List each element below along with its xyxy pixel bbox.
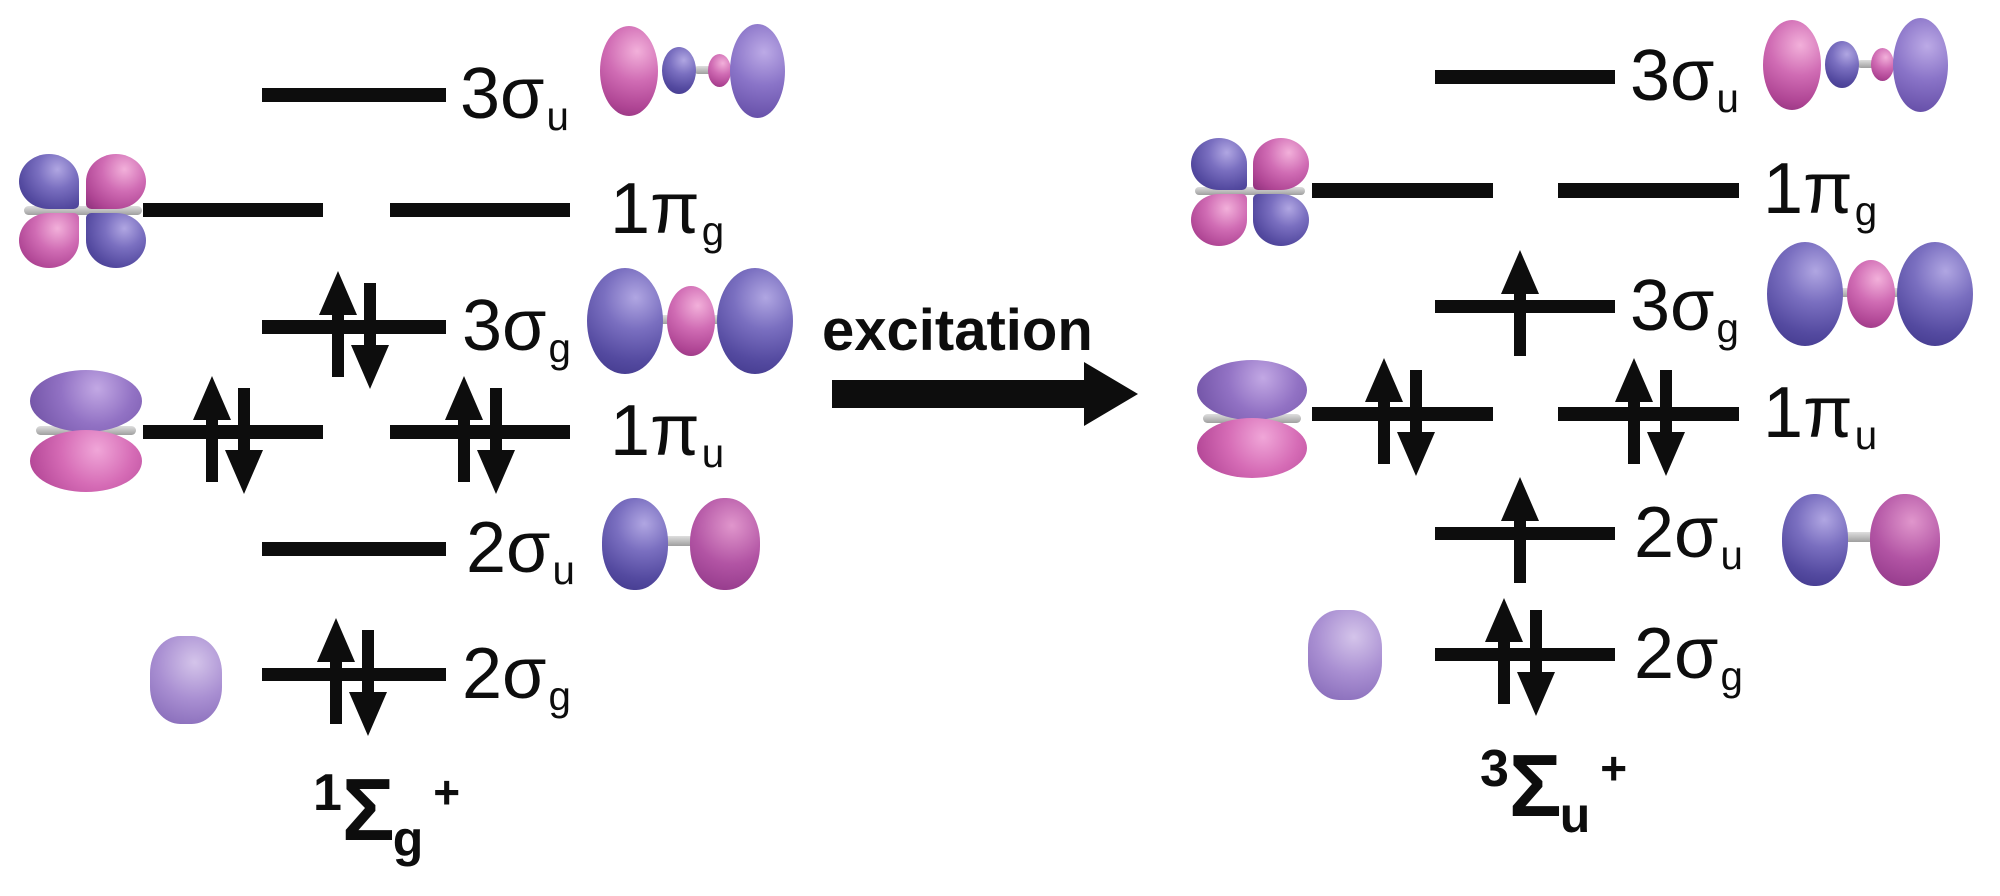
left-level-line-2sigma-g (262, 668, 446, 681)
left-level-label-2sigma-u: 2σu (466, 508, 575, 594)
sigma-2u-orbital-icon (1782, 492, 1940, 588)
right-level-line-1pi-g-a (1312, 183, 1493, 198)
sigma-2g-orbital-icon (1308, 610, 1382, 700)
left-level-line-1pi-u-a (143, 425, 323, 439)
left-level-line-1pi-u-b (390, 425, 570, 439)
left-1pi-u-b-electrons (438, 376, 522, 498)
left-level-line-1pi-g-a (143, 203, 323, 217)
sigma-3g-orbital-icon (587, 266, 793, 376)
left-level-label-2sigma-g: 2σg (462, 634, 571, 720)
spin-down-arrow-icon (477, 388, 515, 494)
pi-g-orbital-icon (18, 152, 148, 270)
right-level-label-1pi-g: 1πg (1763, 149, 1878, 235)
right-level-line-2sigma-g (1435, 648, 1615, 661)
pi-u-orbital-icon (30, 370, 144, 492)
spin-down-arrow-icon (1397, 370, 1435, 476)
excitation-label: excitation (822, 298, 1093, 363)
right-level-line-1pi-u-b (1558, 407, 1739, 421)
left-level-line-3sigma-u (262, 88, 446, 102)
sigma-3u-orbital-icon (600, 22, 785, 120)
right-1pi-u-b-electrons (1608, 358, 1692, 480)
left-level-label-3sigma-u: 3σu (460, 54, 569, 140)
left-level-line-3sigma-g (262, 320, 446, 334)
right-2sigma-g-electrons (1478, 598, 1562, 720)
spin-up-arrow-icon (193, 376, 231, 482)
left-level-line-1pi-g-b (390, 203, 570, 217)
spin-up-arrow-icon (445, 376, 483, 482)
right-level-label-3sigma-u: 3σu (1630, 36, 1739, 122)
right-level-line-3sigma-u (1435, 70, 1615, 84)
right-level-label-2sigma-u: 2σu (1634, 493, 1743, 579)
left-1pi-u-a-electrons (186, 376, 270, 498)
left-term-symbol: 1Σg+ (313, 760, 461, 867)
sigma-3g-orbital-icon (1767, 240, 1973, 348)
sigma-2u-orbital-icon (602, 496, 760, 592)
right-term-symbol: 3Σu+ (1480, 736, 1628, 843)
spin-down-arrow-icon (351, 283, 389, 389)
spin-down-arrow-icon (1517, 610, 1555, 716)
left-level-label-3sigma-g: 3σg (462, 286, 571, 372)
right-level-label-1pi-u: 1πu (1763, 373, 1878, 459)
sigma-2g-orbital-icon (150, 636, 222, 724)
right-3sigma-g-electrons (1478, 250, 1562, 372)
spin-up-arrow-icon (1501, 477, 1539, 583)
spin-up-arrow-icon (319, 271, 357, 377)
spin-up-arrow-icon (1615, 358, 1653, 464)
spin-up-arrow-icon (1485, 598, 1523, 704)
spin-up-arrow-icon (1501, 250, 1539, 356)
pi-u-orbital-icon (1197, 360, 1309, 478)
left-level-label-1pi-u: 1πu (610, 391, 725, 477)
spin-down-arrow-icon (225, 388, 263, 494)
spin-down-arrow-icon (1647, 370, 1685, 476)
right-level-label-2sigma-g: 2σg (1634, 614, 1743, 700)
right-1pi-u-a-electrons (1358, 358, 1442, 480)
right-level-label-3sigma-g: 3σg (1630, 266, 1739, 352)
right-level-line-1pi-g-b (1558, 183, 1739, 198)
right-level-line-1pi-u-a (1312, 407, 1493, 421)
sigma-3u-orbital-icon (1763, 16, 1948, 114)
spin-up-arrow-icon (1365, 358, 1403, 464)
left-3sigma-g-electrons (312, 271, 396, 393)
pi-g-orbital-icon (1190, 136, 1310, 248)
left-level-label-1pi-g: 1πg (610, 169, 725, 255)
left-level-line-2sigma-u (262, 542, 446, 556)
right-2sigma-u-electrons (1478, 477, 1562, 599)
right-arrow-icon (832, 362, 1138, 426)
left-2sigma-g-electrons (310, 618, 394, 740)
spin-up-arrow-icon (317, 618, 355, 724)
spin-down-arrow-icon (349, 630, 387, 736)
